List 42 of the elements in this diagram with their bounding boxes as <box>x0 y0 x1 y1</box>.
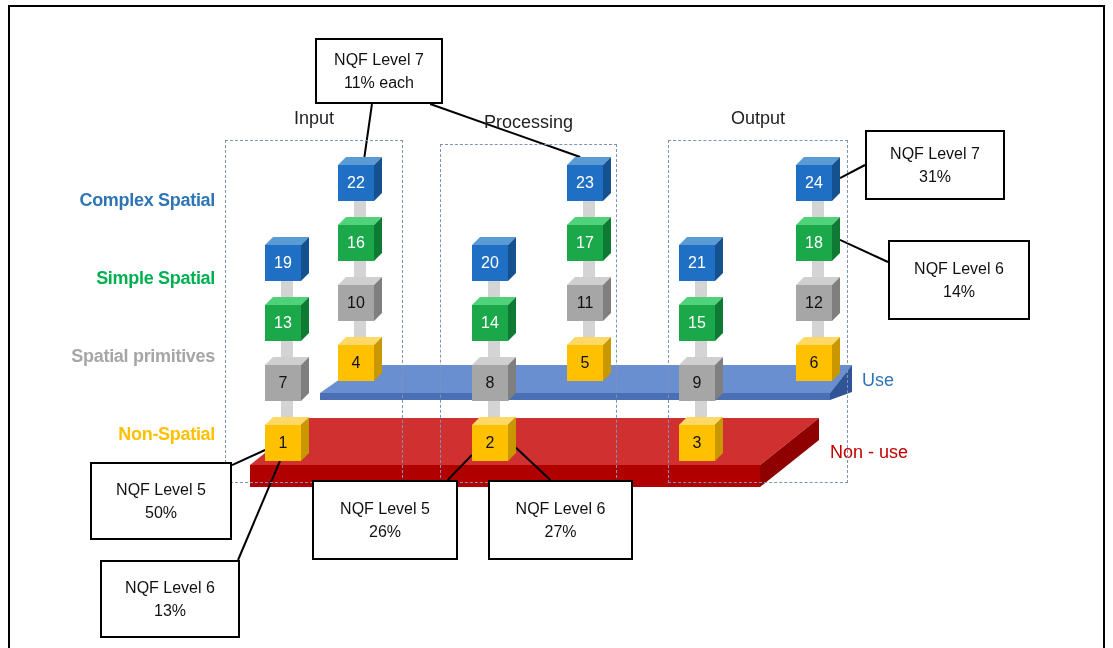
group-title: Input <box>292 108 335 129</box>
connector-rod <box>354 321 366 337</box>
row-label: Spatial primitives <box>70 346 215 367</box>
connector-rod <box>281 341 293 357</box>
connector-rod <box>812 321 824 337</box>
leader-line <box>363 103 373 158</box>
leader-line <box>231 449 266 467</box>
connector-rod <box>583 321 595 337</box>
callout-box: NQF Level 6 14% <box>888 240 1030 320</box>
callout-box: NQF Level 7 11% each <box>315 38 443 104</box>
leader-line <box>446 453 473 481</box>
plane-label: Non - use <box>830 442 909 463</box>
plane-label: Use <box>862 370 894 391</box>
connector-rod <box>583 261 595 277</box>
connector-rod <box>695 341 707 357</box>
leader-line <box>429 103 582 158</box>
connector-rod <box>695 401 707 417</box>
group-title: Processing <box>482 112 574 133</box>
row-label: Non-Spatial <box>117 424 215 445</box>
connector-rod <box>812 261 824 277</box>
row-label: Simple Spatial <box>95 268 215 289</box>
callout-box: NQF Level 7 31% <box>865 130 1005 200</box>
callout-box: NQF Level 6 27% <box>488 480 633 560</box>
leader-line <box>839 164 866 180</box>
connector-rod <box>354 261 366 277</box>
leader-line <box>237 460 281 561</box>
group-title: Output <box>729 108 786 129</box>
connector-rod <box>281 401 293 417</box>
row-label: Complex Spatial <box>78 190 215 211</box>
connector-rod <box>488 281 500 297</box>
connector-rod <box>583 201 595 217</box>
connector-rod <box>488 341 500 357</box>
leader-line <box>839 238 889 263</box>
callout-box: NQF Level 5 50% <box>90 462 232 540</box>
callout-box: NQF Level 5 26% <box>312 480 458 560</box>
connector-rod <box>812 201 824 217</box>
leader-line <box>515 446 552 481</box>
connector-rod <box>354 201 366 217</box>
callout-box: NQF Level 6 13% <box>100 560 240 638</box>
connector-rod <box>695 281 707 297</box>
connector-rod <box>281 281 293 297</box>
connector-rod <box>488 401 500 417</box>
